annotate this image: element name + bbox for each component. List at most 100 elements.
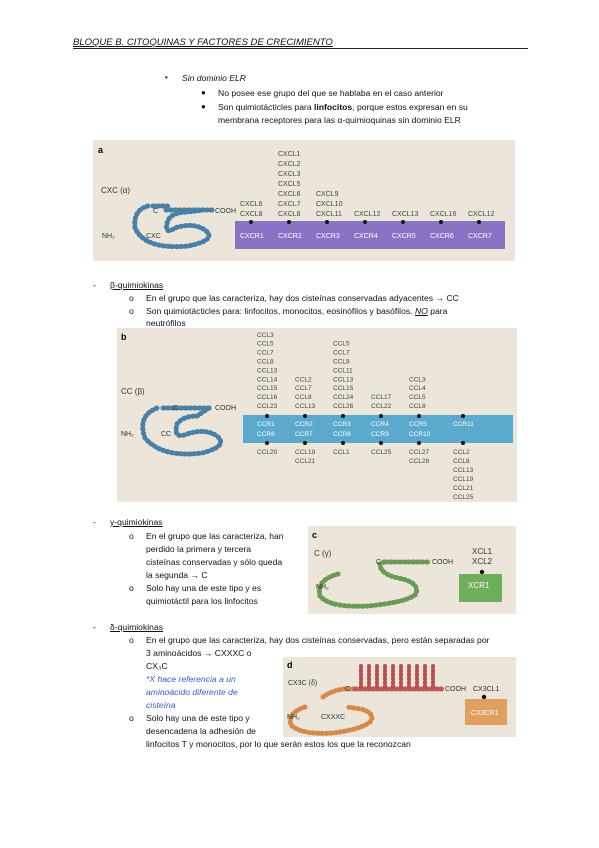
receptor-marker	[325, 220, 329, 224]
receptor-marker	[417, 441, 421, 445]
ligand-label: CCL13	[453, 467, 474, 474]
ligand-label: CXCL12	[468, 211, 495, 218]
ligand-label: CCL8	[257, 359, 274, 366]
ligand-label: CXCL13	[392, 211, 419, 218]
receptor-marker	[341, 414, 345, 418]
receptor-marker	[265, 414, 269, 418]
receptor-marker	[379, 441, 383, 445]
ligand-label: CCL5	[333, 341, 350, 348]
header-divider	[73, 48, 528, 49]
c-label: C	[173, 405, 178, 412]
ligand-label: CCL3	[257, 332, 274, 339]
ligand-label: CCL19	[453, 476, 474, 483]
delta-note-line-3: cisteína	[146, 700, 176, 710]
receptor-label: CXCR6	[430, 233, 454, 240]
intro-bullet-2-cont: membrana receptores para las α-quimioqui…	[218, 115, 461, 125]
ligand-label: CCL3	[409, 376, 426, 383]
ligand-label: CCL28	[409, 458, 430, 465]
ligand-label: CXCL9	[316, 191, 339, 198]
section-heading-gamma: γ-quimiokinas	[110, 517, 163, 527]
family-label: C (γ)	[314, 549, 332, 558]
ligand-label: CXCL7	[278, 201, 301, 208]
delta-item-2-line-1: Solo hay una de este tipo y	[146, 713, 250, 723]
receptor-label: CXCR5	[392, 233, 416, 240]
delta-item-2-line-3: linfocitos T y monocitos, por lo que ser…	[146, 739, 411, 749]
figure-d: d CX3C (δ) C COOH NH₂ CXXXC CX3CL1 CX3CR…	[283, 657, 516, 737]
ligand-label: CXCL3	[278, 171, 301, 178]
ligand-label: CX3CL1	[473, 686, 500, 693]
receptor-box	[465, 699, 507, 725]
receptor-label: XCR1	[468, 581, 490, 590]
circle-bullet-icon: o	[129, 635, 134, 645]
delta-note-line-1: *X hace referencia a un	[146, 674, 236, 684]
circle-bullet-icon: o	[129, 293, 134, 303]
cooh-label: COOH	[432, 559, 453, 566]
ligand-label: CXCL5	[278, 181, 301, 188]
receptor-marker	[303, 414, 307, 418]
c-label: C	[376, 559, 381, 566]
ligand-label: CCL27	[409, 449, 430, 456]
receptor-marker	[461, 441, 465, 445]
receptor-marker	[249, 220, 253, 224]
protein-chain-top	[320, 686, 356, 700]
ligand-label: CCL8	[453, 458, 470, 465]
cooh-label: COOH	[215, 405, 236, 412]
ligand-label: CXCL1	[278, 151, 301, 158]
beta-item-2: Son quimiotácticles para: linfocitos, mo…	[146, 306, 448, 316]
protein-chain	[140, 405, 224, 457]
ligand-label: CCL2	[453, 449, 470, 456]
ligand-label: CCL24	[333, 394, 354, 401]
receptor-marker	[363, 220, 367, 224]
receptor-membrane	[235, 221, 505, 249]
ligand-label: CCL11	[333, 367, 353, 374]
ligand-label: CCL7	[295, 385, 312, 392]
receptor-marker	[341, 441, 345, 445]
ligand-label: CCL8	[295, 394, 312, 401]
receptor-label: CCR2	[295, 421, 313, 428]
receptor-label: CCR4	[371, 421, 389, 428]
ligand-labels-top: CCL3CCL5CCL7CCL8CCL13CCL14CCL15CCL16CCL2…	[257, 332, 426, 410]
page-header: BLOQUE B. CITOQUINAS Y FACTORES DE CRECI…	[73, 37, 333, 48]
cooh-label: COOH	[445, 686, 466, 693]
gamma-item-1-line-2: perdido la primera y tercera	[146, 544, 252, 554]
nh2-label: NH₂	[102, 233, 115, 240]
gamma-item-1-line-1: En el grupo que las caracteriza, han	[146, 531, 284, 541]
receptor-marker	[401, 220, 405, 224]
ligand-label: CCL8	[409, 403, 426, 410]
ligand-label: CCL7	[333, 350, 350, 357]
receptor-label: CXCR3	[316, 233, 340, 240]
intro-bullet-1: No posee ese grupo del que se hablaba en…	[218, 88, 444, 98]
receptor-marker	[303, 441, 307, 445]
gamma-item-2-line-2: quimiotáctil para los linfocitos	[146, 596, 258, 606]
ligand-labels: CXCL6CXCL8CXCL1CXCL2CXCL3CXCL5CXCL6CXCL7…	[240, 151, 495, 218]
ligand-label: CCL7	[257, 350, 274, 357]
receptor-label: CCR6	[257, 431, 275, 438]
figure-c-diagram: c C (γ) C COOH NH₂ XCL1 XCL2 XCR1	[312, 530, 502, 609]
ligand-label: CCL20	[257, 449, 278, 456]
cc-label: CC	[161, 431, 171, 438]
delta-note-line-2: aminoácido diferente de	[146, 687, 238, 697]
ligand-label: CCL5	[257, 341, 274, 348]
beta-item-2-cont: neutrófilos	[146, 318, 186, 328]
receptor-label: CXCR2	[278, 233, 302, 240]
ligand-label: CXCL6	[240, 201, 263, 208]
bullet-icon: ●	[201, 102, 206, 111]
receptor-marker	[477, 220, 481, 224]
figure-label: c	[312, 530, 317, 540]
receptor-label: CXCR7	[468, 233, 492, 240]
ligand-label: XCL1	[472, 547, 493, 556]
receptor-marker	[461, 414, 465, 418]
figure-label: a	[98, 145, 104, 155]
receptor-label: CCR8	[333, 431, 351, 438]
mucin-stalk-glycans	[359, 661, 435, 689]
ligand-label: CXCL16	[430, 211, 457, 218]
ligand-label: XCL2	[472, 557, 493, 566]
figure-d-diagram: d CX3C (δ) C COOH NH₂ CXXXC CX3CL1 CX3CR…	[287, 660, 507, 736]
receptor-label: CCR9	[371, 431, 389, 438]
ligand-label: CCL22	[371, 403, 392, 410]
c-label: C	[345, 686, 350, 693]
